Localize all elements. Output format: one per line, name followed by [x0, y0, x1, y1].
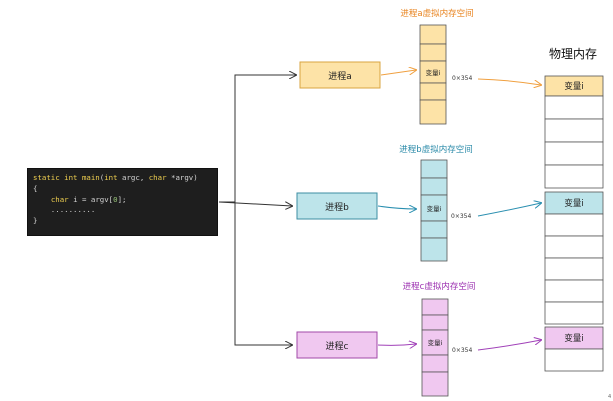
process-c-vm-title: 进程c虚拟内存空间	[403, 281, 476, 292]
process-b-var-label: 变量i	[427, 204, 442, 213]
physical-memory-blocks	[544, 75, 604, 372]
code-line-3: char i = argv[0];	[50, 194, 127, 204]
process-a-vm-stack	[419, 24, 447, 125]
process-c-phys-arrow	[477, 340, 541, 351]
process-c-var-label: 变量i	[428, 338, 443, 347]
process-c-vm-stack	[421, 298, 449, 397]
code-line-4: ..........	[33, 205, 96, 215]
process-b-vm-stack	[420, 159, 448, 262]
process-b-phys-arrow	[477, 203, 541, 217]
process-c-group: 进程c 进程c虚拟内存空间 变量i 0×354	[296, 281, 541, 397]
process-b-addr: 0×354	[451, 213, 471, 220]
process-a-label: 进程a	[328, 71, 352, 82]
process-b-group: 进程b 进程b虚拟内存空间 变量i 0×354	[296, 144, 541, 262]
page-number: 4	[608, 394, 611, 400]
process-a-arrow	[380, 70, 416, 76]
process-a-phys-arrow	[477, 78, 541, 85]
phys-label-c: 变量i	[564, 333, 583, 344]
process-a-group: 进程a 进程a虚拟内存空间 变量i 0×354	[299, 8, 541, 125]
code-line-5: }	[33, 216, 38, 226]
phys-label-a: 变量i	[564, 81, 583, 92]
process-a-addr: 0×354	[452, 75, 472, 82]
code-to-process-connectors	[218, 75, 296, 345]
connector-to-process-c	[234, 202, 292, 345]
process-c-arrow	[377, 344, 416, 345]
physical-memory-group: 物理内存 变量i 变量i 变量i	[544, 47, 604, 372]
process-a-box	[299, 61, 381, 89]
connector-to-process-a	[219, 75, 296, 203]
code-line-1: static int main(int argc, char *argv)	[33, 173, 198, 182]
process-a-vm-title: 进程a虚拟内存空间	[400, 8, 473, 19]
process-b-label: 进程b	[325, 202, 349, 213]
code-snippet: static int main(int argc, char *argv){ c…	[27, 168, 218, 236]
process-b-vm-title: 进程b虚拟内存空间	[399, 144, 472, 155]
process-c-box	[296, 331, 378, 359]
process-c-addr: 0×354	[452, 347, 472, 354]
code-line-2: {	[33, 183, 38, 193]
process-b-arrow	[377, 206, 416, 209]
process-c-label: 进程c	[326, 341, 349, 352]
phys-label-b: 变量i	[564, 198, 583, 209]
physical-memory-title: 物理内存	[549, 47, 597, 61]
connector-to-process-b	[218, 201, 292, 206]
process-b-box	[296, 192, 378, 220]
process-a-var-label: 变量i	[426, 68, 441, 77]
